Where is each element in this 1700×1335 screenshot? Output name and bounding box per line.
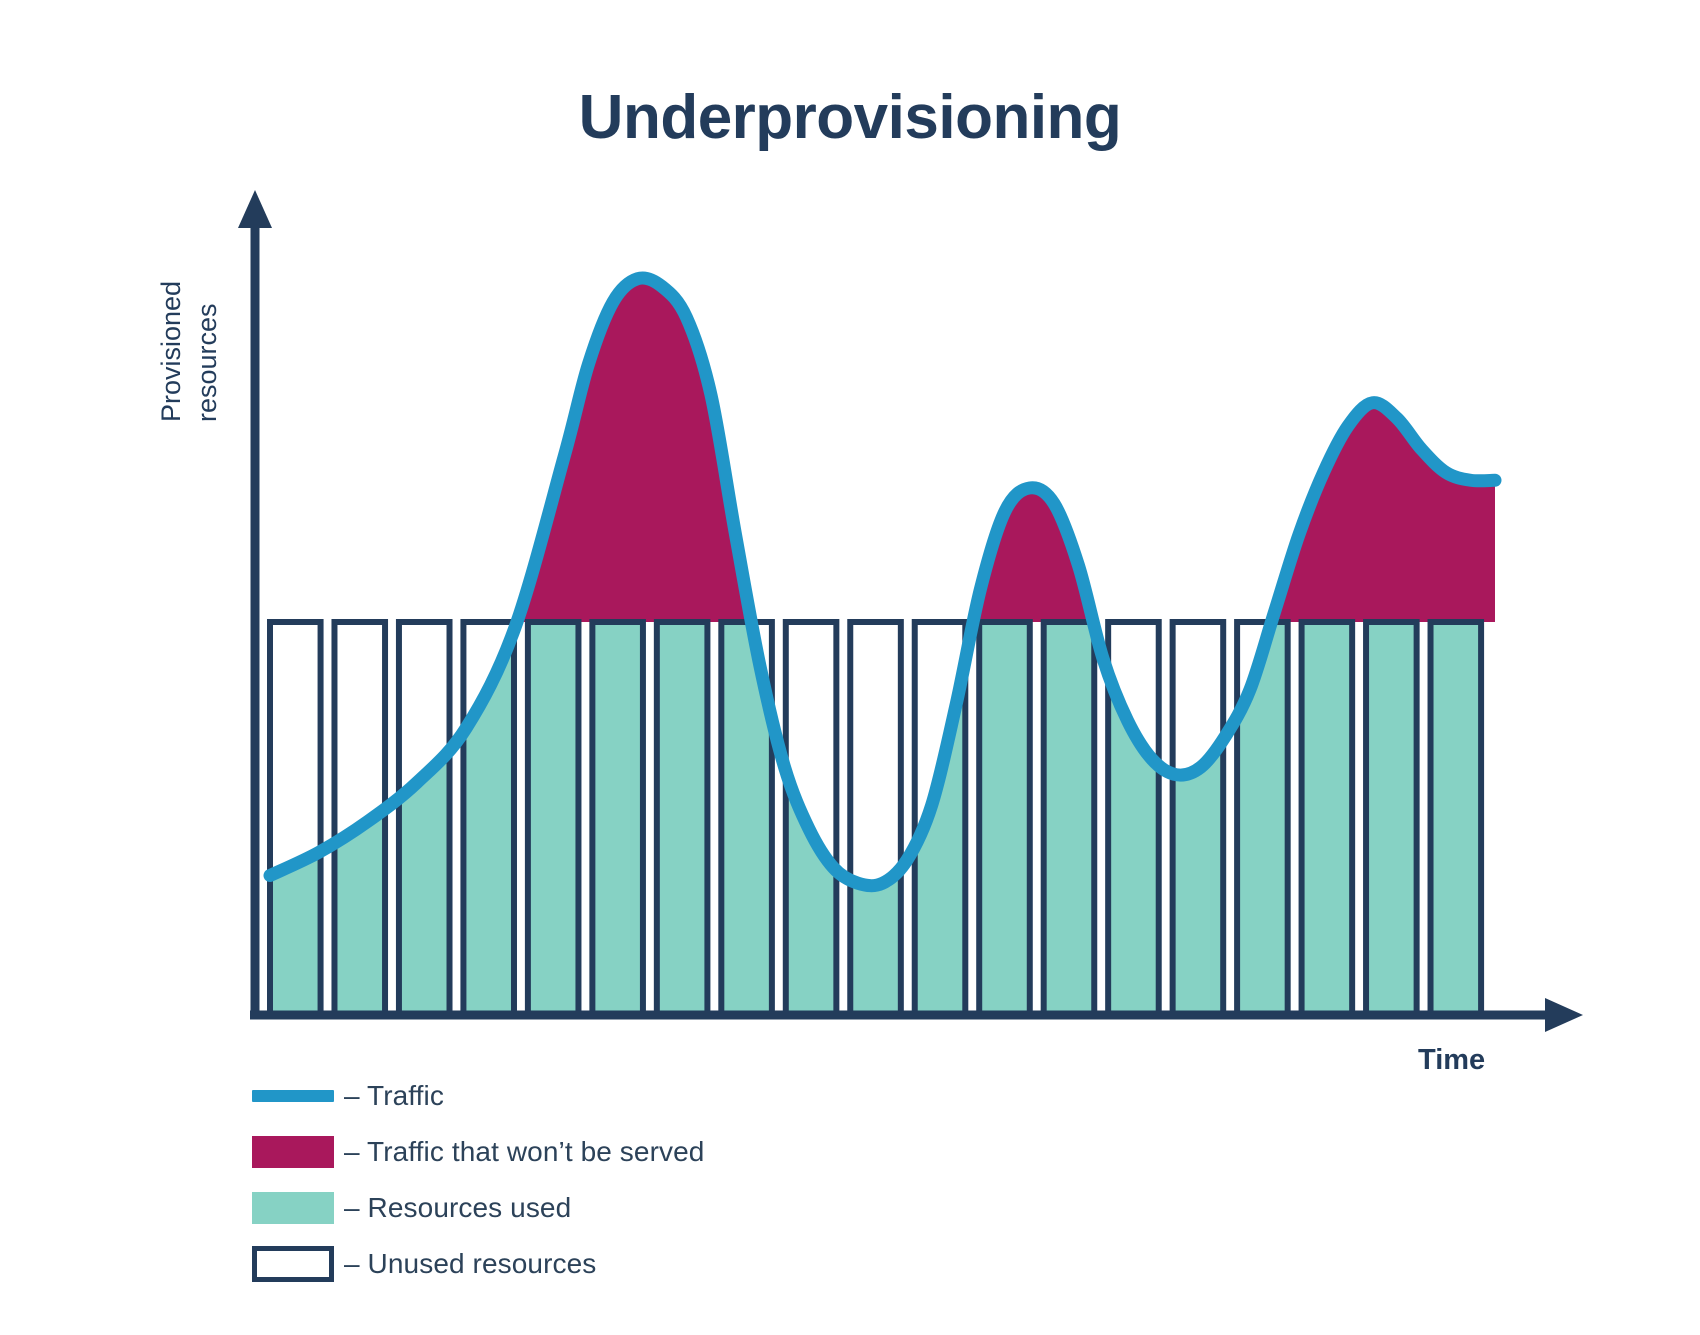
- legend-swatch-unserved-icon: [252, 1136, 334, 1168]
- provisioned-bar: [1105, 619, 1162, 1015]
- resources-used-group: [270, 622, 1482, 1015]
- legend-swatch-unused-icon: [252, 1246, 334, 1282]
- provisioned-bar: [1040, 619, 1098, 1015]
- provisioned-bar: [1363, 619, 1420, 1015]
- provisioned-bar: [267, 619, 324, 1015]
- legend-label-traffic: – Traffic: [344, 1080, 444, 1111]
- provisioned-bar: [847, 619, 904, 1015]
- legend-item-used: – Resources used: [252, 1180, 1152, 1236]
- provisioned-bar: [782, 619, 840, 1015]
- legend-item-unserved: – Traffic that won’t be served: [252, 1124, 1152, 1180]
- provisioned-bar: [911, 619, 969, 1015]
- chart-legend: – Traffic – Traffic that won’t be served…: [252, 1068, 1152, 1292]
- provisioned-bar: [460, 619, 517, 1015]
- x-axis-arrow-icon: [1545, 998, 1583, 1032]
- legend-swatch-traffic-line-icon: [252, 1090, 334, 1102]
- provisioned-bar: [1298, 619, 1356, 1015]
- provisioned-bar: [524, 619, 582, 1015]
- provisioned-bar: [653, 619, 711, 1015]
- provisioned-bar: [331, 619, 389, 1015]
- legend-item-traffic: – Traffic: [252, 1068, 1152, 1124]
- chart-title: Underprovisioning: [578, 83, 1122, 152]
- legend-item-unused: – Unused resources: [252, 1236, 1152, 1292]
- legend-swatch-used-icon: [252, 1192, 334, 1224]
- legend-label-unused: – Unused resources: [344, 1248, 597, 1279]
- resources-used-area: [270, 622, 1482, 1015]
- x-axis-label: Time: [1418, 1044, 1486, 1076]
- provisioned-bar: [1169, 619, 1227, 1015]
- axes: [238, 190, 1583, 1032]
- provisioned-bar: [1234, 619, 1291, 1015]
- y-axis-arrow-icon: [238, 190, 272, 228]
- provisioned-bar: [589, 619, 646, 1015]
- legend-label-used: – Resources used: [344, 1192, 572, 1223]
- provisioned-bar: [1427, 619, 1485, 1015]
- legend-label-unserved: – Traffic that won’t be served: [344, 1136, 705, 1167]
- provisioned-bar: [395, 619, 453, 1015]
- traffic-line: [263, 271, 1502, 893]
- provisioned-bar: [976, 619, 1033, 1015]
